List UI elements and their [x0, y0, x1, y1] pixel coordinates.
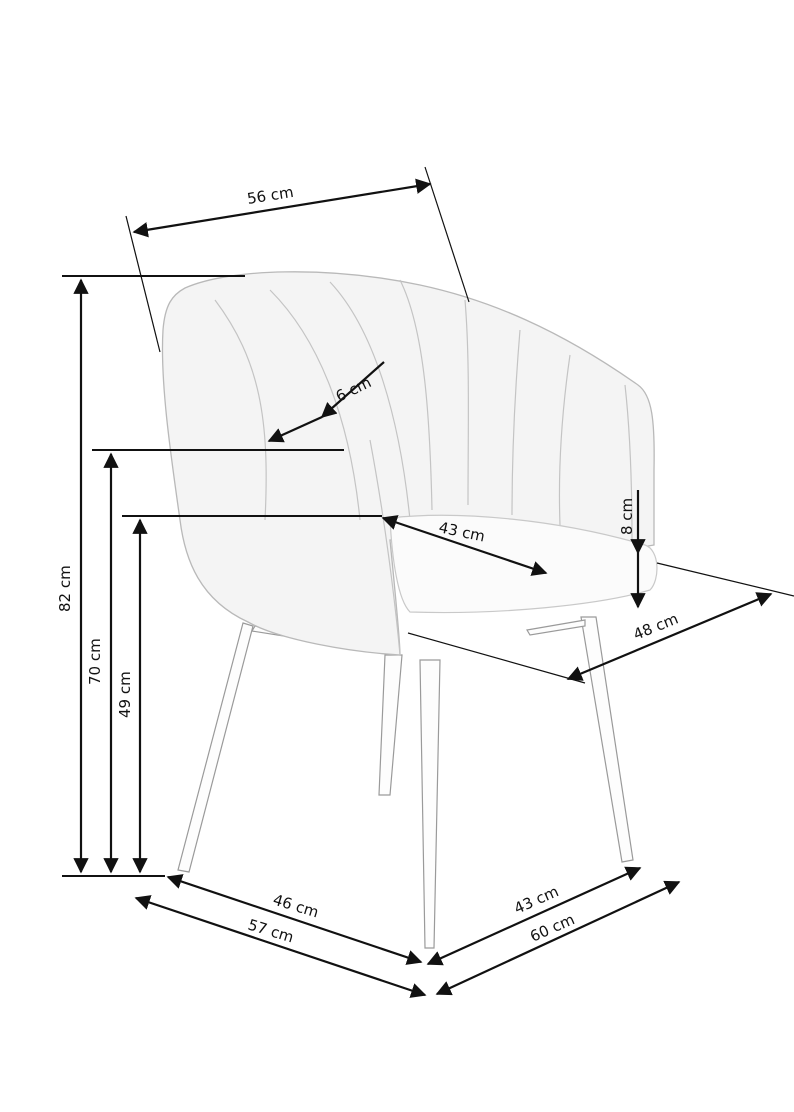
leg-front-left	[177, 622, 254, 873]
label-seat-height: 49 cm	[116, 671, 134, 718]
chair-illustration	[161, 271, 658, 949]
chair-legs	[177, 616, 634, 949]
leg-front-center	[419, 659, 441, 949]
label-overall-depth: 57 cm	[246, 916, 296, 947]
dim-seat-width-line	[566, 592, 773, 681]
dimension-lines	[62, 166, 794, 998]
leg-brace-right	[526, 619, 586, 636]
label-seat-width: 48 cm	[631, 610, 681, 644]
dim-armrest-line	[320, 361, 385, 419]
dim-overall-depth-line	[134, 895, 427, 998]
label-back-width: 56 cm	[246, 183, 295, 208]
leg-back-left	[378, 654, 403, 796]
dim-leg-span-side-line	[166, 874, 423, 965]
dim-overall-width-line	[435, 880, 681, 996]
label-total-height: 82 cm	[56, 565, 74, 612]
dim-back-width-line	[132, 178, 432, 238]
label-cushion-thickness: 8 cm	[618, 498, 636, 535]
label-leg-span-side: 46 cm	[271, 891, 321, 922]
dim-seat-depth-line	[381, 515, 548, 576]
leg-front-right	[580, 616, 634, 863]
label-armrest-height: 70 cm	[86, 638, 104, 685]
label-leg-span-front: 43 cm	[511, 882, 561, 917]
